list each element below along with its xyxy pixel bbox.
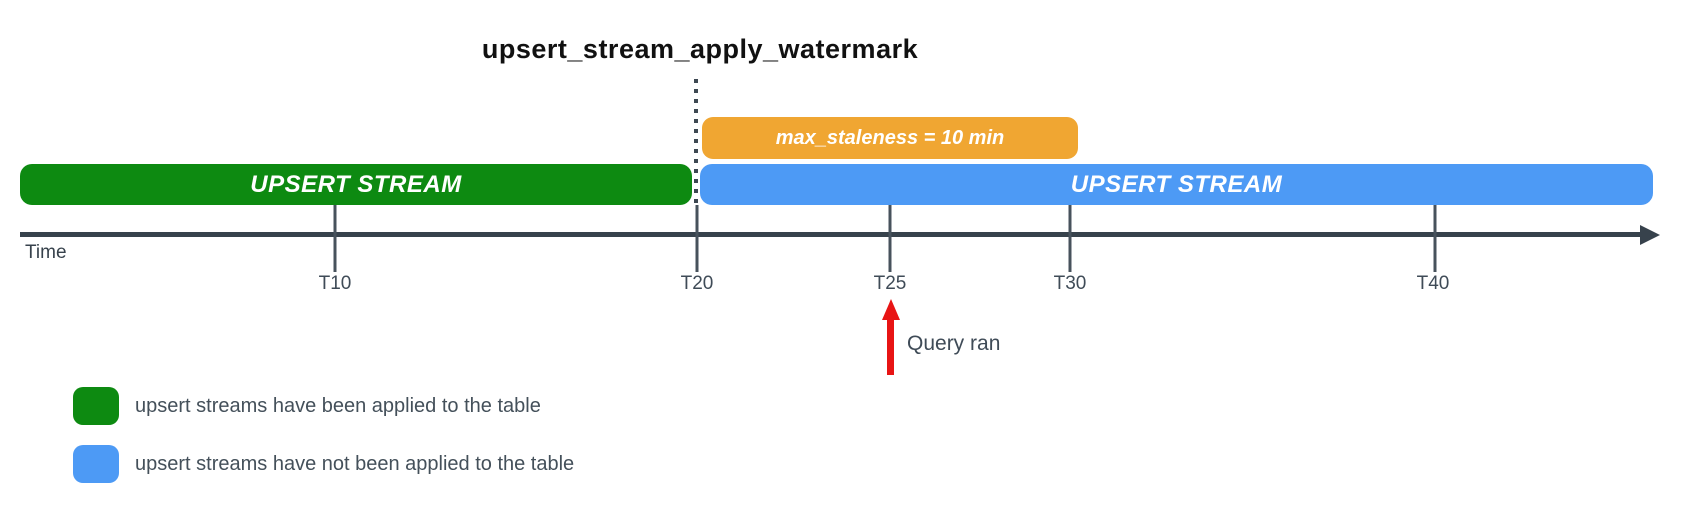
legend-swatch-green [73, 387, 119, 425]
tick-label-t20: T20 [680, 273, 714, 294]
tick-label-t30: T30 [1053, 273, 1087, 294]
tick-label-t40: T40 [1416, 273, 1450, 294]
tick-t20 [695, 205, 699, 272]
upsert-stream-applied-bar-label: UPSERT STREAM [250, 170, 462, 198]
tick-label-t10: T10 [318, 273, 352, 294]
upsert-stream-unapplied-bar-label: UPSERT STREAM [1070, 170, 1283, 198]
tick-t40 [1433, 205, 1437, 272]
legend-item-not-applied: upsert streams have not been applied to … [73, 445, 574, 483]
upsert-stream-unapplied-bar: UPSERT STREAM [700, 164, 1653, 205]
query-ran-label: Query ran [907, 332, 1001, 355]
tick-t10 [333, 205, 337, 272]
tick-label-t25: T25 [873, 273, 907, 294]
legend-label-applied: upsert streams have been applied to the … [135, 394, 541, 417]
time-axis-label: Time [25, 242, 67, 263]
legend-swatch-blue [73, 445, 119, 483]
max-staleness-bar-label: max_staleness = 10 min [775, 126, 1005, 149]
query-ran-arrow-icon [882, 299, 900, 320]
tick-t25 [888, 205, 892, 272]
max-staleness-bar: max_staleness = 10 min [702, 117, 1078, 159]
query-ran-arrow-shaft [887, 316, 894, 375]
time-axis-line [20, 232, 1644, 237]
watermark-dotted-line [694, 79, 698, 206]
upsert-stream-applied-bar: UPSERT STREAM [20, 164, 692, 205]
legend-item-applied: upsert streams have been applied to the … [73, 387, 541, 425]
time-axis-arrowhead-icon [1640, 225, 1660, 245]
tick-t30 [1068, 205, 1072, 272]
diagram-title: upsert_stream_apply_watermark [481, 34, 919, 64]
legend-label-not-applied: upsert streams have not been applied to … [135, 452, 575, 475]
